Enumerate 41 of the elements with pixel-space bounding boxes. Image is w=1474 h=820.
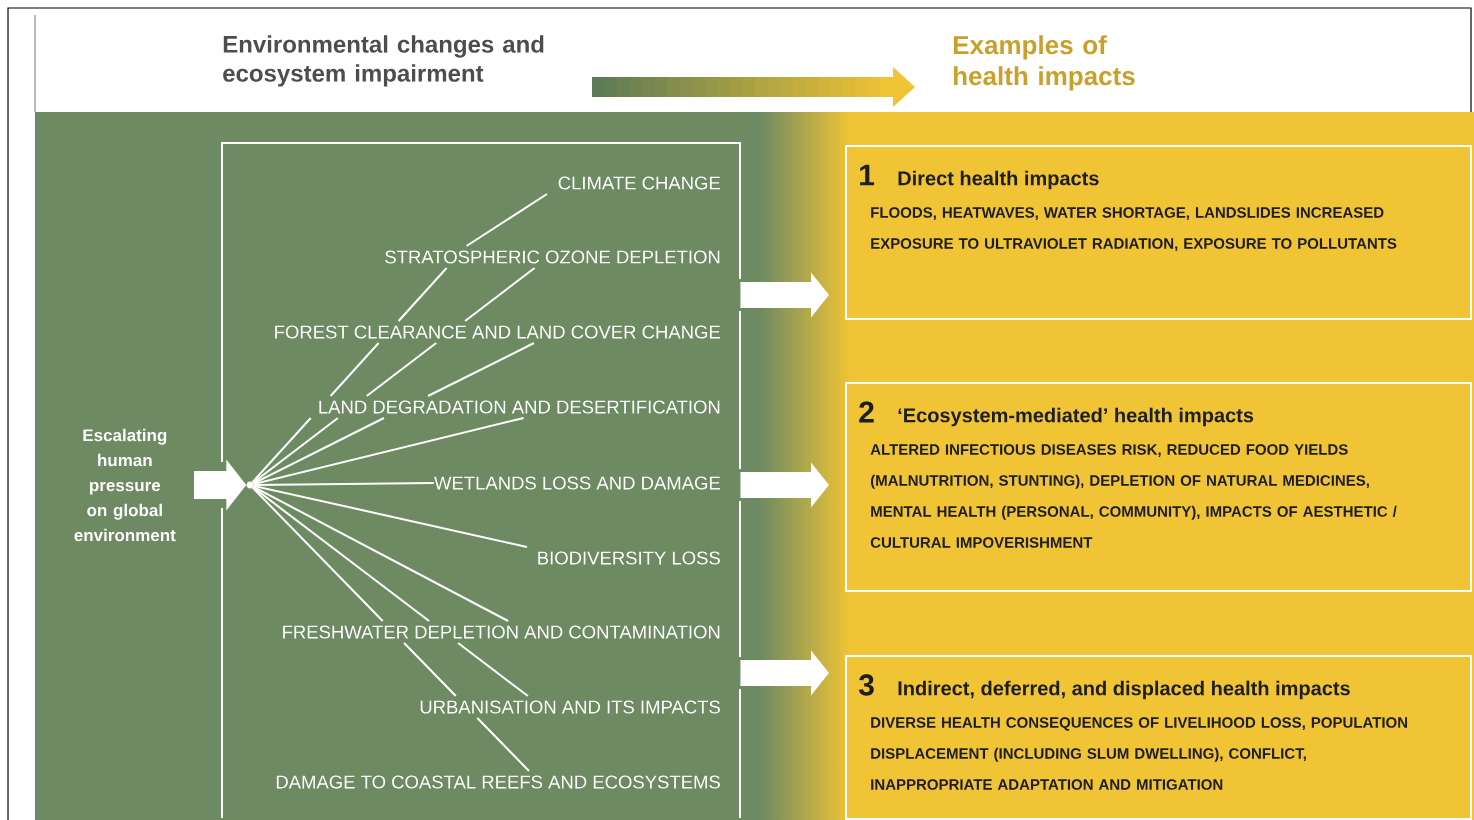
fan-line: [457, 642, 529, 697]
frame: [221, 142, 741, 819]
fan-line: [251, 417, 339, 484]
fan-line: [403, 642, 457, 697]
fan-line: [397, 267, 448, 322]
box-heading: Indirect, deferred, and displaced health impacts: [898, 680, 1350, 700]
fan-line: [252, 485, 510, 622]
box-number: 3: [858, 674, 874, 696]
fan-line: [252, 484, 528, 548]
box-number: 1: [860, 164, 875, 186]
change-label: FOREST CLEARANCE AND LAND COVER CHANGE: [275, 325, 720, 339]
change-label: DAMAGE TO COASTAL REEFS AND ECOSYSTEMS: [276, 775, 720, 789]
change-label: URBANISATION AND ITS IMPACTS: [420, 700, 720, 714]
change-label: CLIMATE CHANGE: [558, 176, 720, 190]
box-number: 2: [859, 401, 874, 423]
fan-line: [252, 417, 525, 486]
box-text: ALTERED INFECTIOUS DISEASES RISK, REDUCED FOOD YIELDS (MALNUTRITION, STUNTING), DEPLETION OF NATURAL MEDICINES, MENTAL HEALTH (PERSONAL, COMMUNITY), IMPACTS OF AESTHETIC / CULTURAL IMPOVERISHMENT: [870, 444, 1397, 548]
fan-line: [464, 267, 536, 322]
box-text: DIVERSE HEALTH CONSEQUENCES OF LIVELIHOOD LOSS, POPULATION DISPLACEMENT (INCLUDING SLUM DWELLING), CONFLICT, INAPPROPRIATE ADAPTATION AND MITIGATION: [871, 717, 1408, 790]
fan-line: [365, 342, 438, 397]
change-label: FRESHWATER DEPLETION AND CONTAMINATION: [283, 625, 720, 639]
fan-line: [329, 342, 380, 397]
fan-line: [465, 193, 548, 247]
fan-line: [251, 486, 384, 622]
fan-line: [476, 717, 530, 772]
gradient-arrow: [592, 67, 915, 107]
fan-line: [251, 486, 431, 622]
box-heading: Direct health impacts: [898, 170, 1099, 190]
fan-line: [252, 417, 385, 485]
fan-line: [251, 417, 312, 484]
heading: Environmental changes and ecosystem impairment: [223, 35, 544, 87]
heading: Examples of health impacts: [953, 35, 1135, 91]
fan-line: [252, 482, 435, 486]
change-label: STRATOSPHERIC OZONE DEPLETION: [385, 250, 720, 264]
box-text: FLOODS, HEATWAVES, WATER SHORTAGE, LANDSLIDES INCREASED EXPOSURE TO ULTRAVIOLET RADIATION, EXPOSURE TO POLLUTANTS: [871, 207, 1397, 251]
fan-line: [427, 342, 535, 397]
pressure-label: Escalating human pressure on global environment: [74, 428, 176, 542]
change-label: BIODIVERSITY LOSS: [538, 551, 720, 565]
change-label: WETLANDS LOSS AND DAMAGE: [434, 476, 720, 490]
box-heading: ‘Ecosystem-mediated’ health impacts: [898, 407, 1254, 427]
change-label: LAND DEGRADATION AND DESERTIFICATION: [319, 400, 720, 414]
